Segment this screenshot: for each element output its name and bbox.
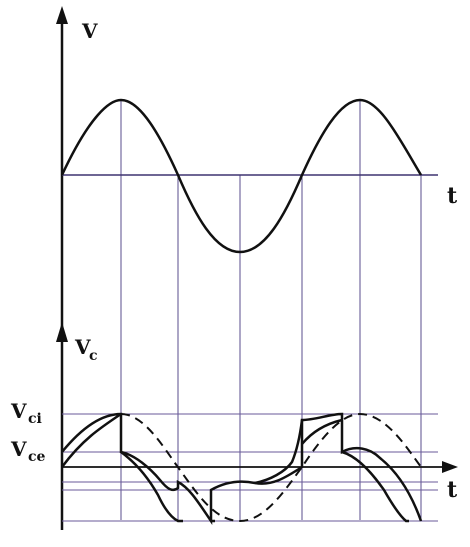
upper-solid-wave [61,412,423,526]
top-panel: V t [56,6,458,530]
dashed-reference-wave [120,412,422,523]
bottom-y-label-sub: c [89,348,98,364]
vce-label: V [10,437,27,461]
top-y-axis-arrow [56,6,68,24]
bottom-panel: V c t V ci V ce [10,322,458,526]
top-x-label: t [447,183,458,209]
bottom-x-axis-arrow [442,461,458,473]
bottom-y-axis-arrow [56,322,68,342]
lower-solid-wave [60,412,409,523]
top-y-label: V [81,19,98,43]
vci-label-sub: ci [28,411,42,427]
bottom-x-label: t [447,477,458,503]
vce-label-sub: ce [28,449,46,465]
time-gridlines [120,100,422,520]
bottom-y-label: V [74,335,91,359]
vci-label: V [10,399,27,423]
sine-wave [60,98,423,254]
